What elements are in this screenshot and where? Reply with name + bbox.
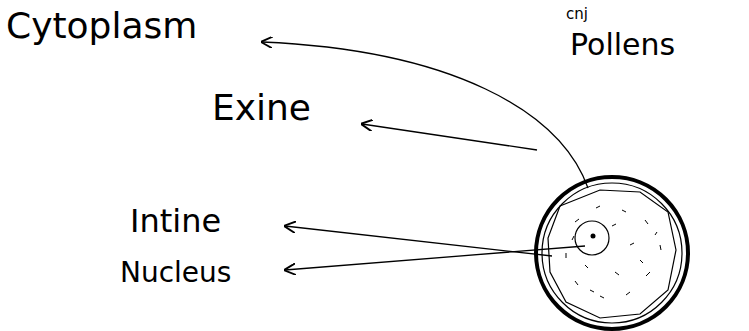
leader-arrow xyxy=(285,246,585,270)
part-label: Exine xyxy=(212,88,311,128)
part-label: Nucleus xyxy=(120,258,231,289)
nucleus-circle xyxy=(575,221,609,255)
intine-layer xyxy=(548,190,676,318)
wall-ring xyxy=(542,183,682,323)
cytoplasm-dots xyxy=(566,206,661,298)
heading-label: Pollens xyxy=(570,28,675,61)
note-label: cnj xyxy=(566,6,588,23)
nucleolus-dot xyxy=(591,234,596,239)
leader-arrow xyxy=(362,124,537,150)
part-label: Cytoplasm xyxy=(6,6,197,46)
part-label: Intine xyxy=(130,204,221,239)
exine-wall xyxy=(536,177,688,329)
